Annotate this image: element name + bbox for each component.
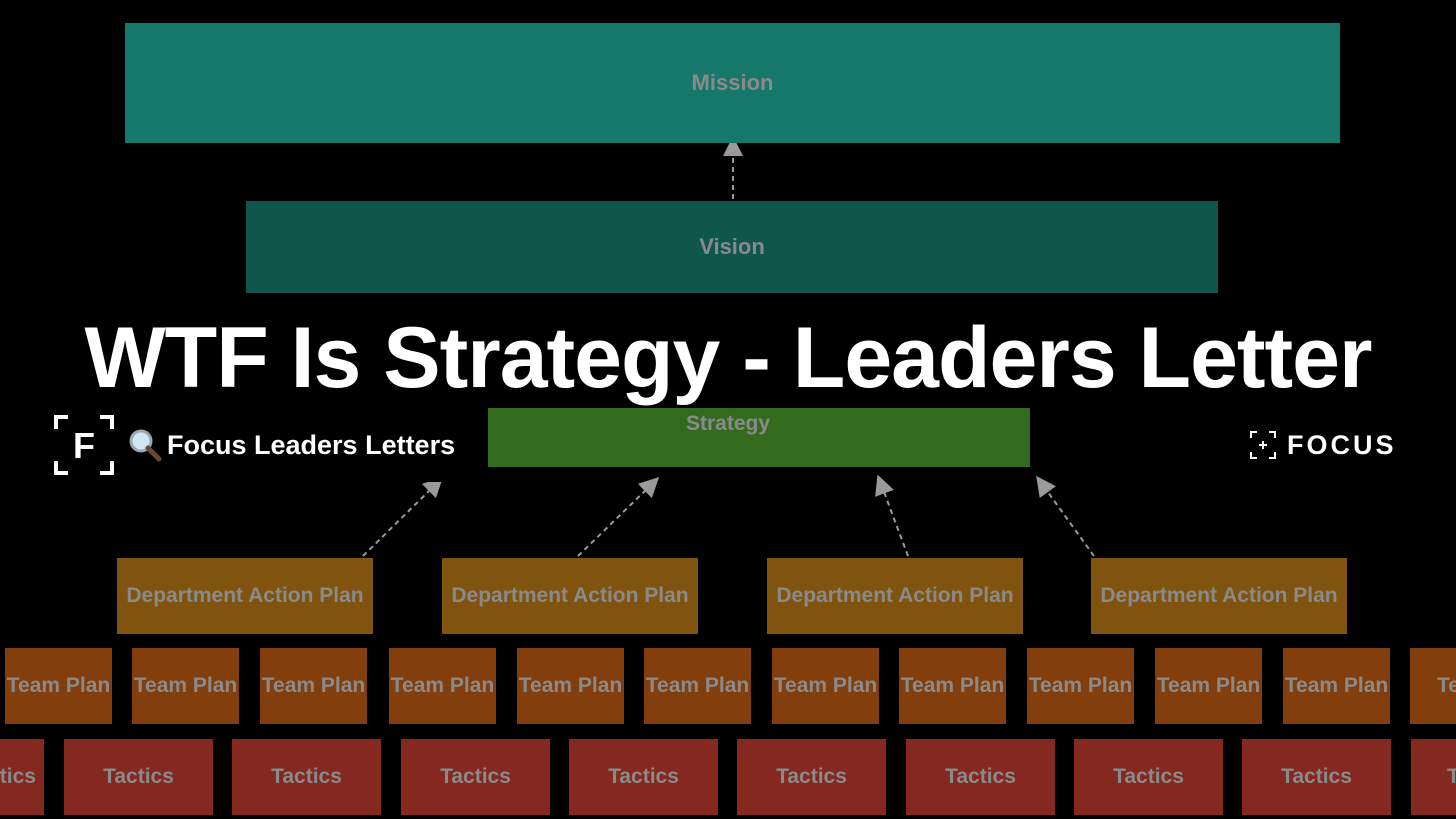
team-plan-box: Team Plan [772, 648, 879, 724]
team-plan-box: Team Plan [260, 648, 367, 724]
tactics-label: Tactics [103, 764, 174, 788]
team-label: Team Plan [261, 673, 366, 697]
tactics-box-partial: Tactics [1411, 739, 1456, 815]
department-action-plan-box: Department Action Plan [767, 558, 1023, 634]
connector-arrow [875, 474, 909, 557]
tactics-box: Tactics [401, 739, 550, 815]
connector-arrow [362, 476, 444, 557]
team-label: Team Plan [1028, 673, 1133, 697]
team-plan-box: Team Plan [5, 648, 112, 724]
tactics-label: Tactics [271, 764, 342, 788]
team-plan-box-partial: Team Plan [1410, 648, 1456, 724]
tactics-label: Tactics [440, 764, 511, 788]
tactics-box: Tactics [64, 739, 213, 815]
department-label: Department Action Plan [776, 583, 1014, 607]
team-label: Team Plan [390, 673, 495, 697]
mission-box: Mission [125, 23, 1340, 143]
tactics-label: Tactics [608, 764, 679, 788]
brand-badge-background [46, 406, 488, 482]
strategy-label: Strategy [685, 412, 771, 435]
team-label: Team Plan [133, 673, 238, 697]
team-label: Team Plan [900, 673, 1005, 697]
team-plan-box: Team Plan [1283, 648, 1390, 724]
tactics-label: Tactics [945, 764, 1016, 788]
team-plan-box: Team Plan [517, 648, 624, 724]
team-plan-box: Team Plan [1027, 648, 1134, 724]
team-label: Team Plan [1284, 673, 1389, 697]
connector-arrow [577, 477, 660, 557]
brand-name: Focus Leaders Letters [167, 430, 456, 460]
tactics-label: Tactics [1281, 764, 1352, 788]
vision-label: Vision [699, 234, 765, 260]
tactics-box: Tactics [1074, 739, 1223, 815]
tactics-box: Tactics [906, 739, 1055, 815]
logo-letter: F [73, 425, 95, 466]
team-plan-box: Team Plan [644, 648, 751, 724]
team-label: Team Plan [645, 673, 750, 697]
team-plan-box: Team Plan [1155, 648, 1262, 724]
team-label: Team Plan [773, 673, 878, 697]
department-label: Department Action Plan [451, 583, 689, 607]
focus-wordmark: FOCUS [1287, 430, 1397, 460]
department-label: Department Action Plan [1100, 583, 1338, 607]
tactics-label: Tactics [1447, 764, 1456, 788]
department-action-plan-box: Department Action Plan [117, 558, 373, 634]
tactics-box-partial: Tactics [0, 739, 44, 815]
tactics-label: Tactics [1113, 764, 1184, 788]
team-label: Team Plan [1156, 673, 1261, 697]
tactics-label: Tactics [776, 764, 847, 788]
magnifying-glass-icon [129, 429, 162, 462]
team-plan-box: Team Plan [389, 648, 496, 724]
mission-label: Mission [691, 70, 774, 96]
tactics-box: Tactics [232, 739, 381, 815]
tactics-box: Tactics [1242, 739, 1391, 815]
page-title: WTF Is Strategy - Leaders Letter [84, 310, 1373, 406]
team-plan-box: Team Plan [132, 648, 239, 724]
team-label: Team Plan [6, 673, 111, 697]
tactics-box: Tactics [569, 739, 718, 815]
team-label: Team Plan [518, 673, 623, 697]
team-plan-box: Team Plan [899, 648, 1006, 724]
tactics-box: Tactics [737, 739, 886, 815]
department-action-plan-box: Department Action Plan [442, 558, 698, 634]
team-label: Team Plan [1437, 673, 1456, 697]
department-action-plan-box: Department Action Plan [1091, 558, 1347, 634]
connector-arrow [1036, 475, 1095, 557]
vision-box: Vision [246, 201, 1218, 293]
focus-f-logo-icon: F [54, 415, 114, 475]
focus-bracket-icon [1250, 431, 1276, 459]
department-label: Department Action Plan [126, 583, 364, 607]
tactics-label: Tactics [0, 764, 36, 788]
strategy-box: Strategy [426, 408, 1030, 467]
